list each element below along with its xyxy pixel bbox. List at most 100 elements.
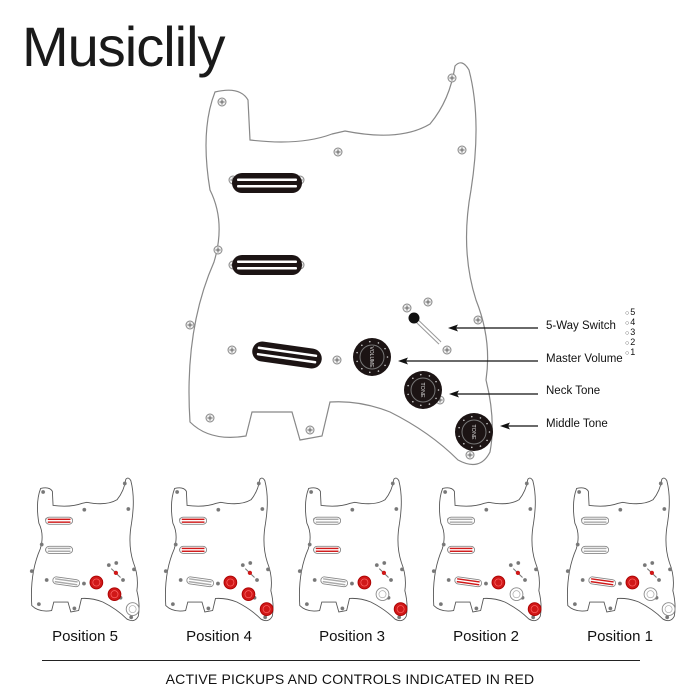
screw-head [441, 542, 446, 547]
pickup-blade [55, 578, 78, 583]
five-way-switch-icon [110, 568, 121, 578]
middle-tone-knob-icon [125, 602, 140, 616]
callout-arrows [398, 324, 538, 430]
screw-icon [580, 578, 585, 582]
screw-head [577, 490, 582, 494]
screw-icon [523, 578, 527, 582]
screw-icon [240, 563, 245, 568]
screw-head [309, 490, 314, 494]
screw-head [350, 581, 354, 586]
pickup-blade [315, 518, 339, 521]
pickup-blade [237, 260, 297, 263]
knob-tick [428, 403, 431, 405]
knob-tick [361, 367, 363, 370]
switch-tip [408, 312, 420, 324]
screw-head [575, 542, 580, 547]
screw-head [312, 578, 317, 582]
footer-note: ACTIVE PICKUPS AND CONTROLS INDICATED IN… [165, 671, 535, 687]
screw-icon [227, 345, 237, 355]
middle-tone-knob-icon [259, 602, 274, 616]
screw-icon [516, 561, 521, 565]
screw-icon [41, 490, 46, 494]
pickup-body [45, 545, 74, 554]
screw-head [240, 563, 245, 568]
pickup-body [447, 516, 476, 525]
screw-slot [207, 415, 213, 421]
pickup-blade [237, 178, 297, 181]
pickup-blade [47, 518, 71, 521]
screw-icon [443, 490, 448, 494]
screw-icon [608, 606, 613, 611]
screw-icon [217, 97, 227, 107]
middle-tone-knob-icon: TONE [455, 413, 493, 451]
pickup-blade [47, 547, 71, 550]
arrow-head-icon [500, 422, 510, 430]
screw-icon [474, 606, 479, 611]
knob-tick [479, 445, 482, 447]
screw-head [523, 578, 527, 582]
screw-slot [444, 347, 450, 353]
screw-head [438, 602, 443, 607]
switch-num: 3 [625, 328, 635, 338]
knob-tick [486, 439, 488, 442]
bridge-pickup [252, 341, 322, 369]
screw-head [531, 615, 536, 620]
screw-head [129, 615, 134, 620]
knob-tick [356, 360, 358, 363]
knob-tick [458, 426, 460, 429]
screw-icon [39, 542, 44, 547]
five-way-switch-icon [512, 568, 523, 578]
knob-tick [412, 377, 414, 380]
neck-pickup [313, 516, 342, 525]
knob-cap [664, 605, 673, 614]
knob-body [89, 575, 104, 590]
screw-icon [305, 425, 315, 435]
knob-tick [437, 389, 440, 391]
screw-head [82, 581, 86, 586]
screw-head [82, 507, 87, 512]
screw-head [516, 561, 521, 565]
screw-icon [524, 481, 529, 486]
neck-pickup [581, 516, 610, 525]
volume-knob-icon [89, 575, 104, 590]
pickup-body [313, 545, 342, 554]
screw-head [397, 615, 402, 620]
screw-icon [304, 602, 309, 607]
knob-tick [356, 351, 358, 354]
screw-icon [170, 602, 175, 607]
five-way-switch-icon [378, 568, 389, 578]
screw-icon [565, 569, 570, 574]
knob-tick [361, 344, 363, 347]
middle-tone-knob-icon [393, 602, 408, 616]
pickup-blade [315, 550, 339, 552]
screw-icon [307, 542, 312, 547]
screw-icon [82, 507, 87, 512]
switch-tip [381, 570, 387, 576]
knob-body [491, 575, 506, 590]
knob-tick [368, 340, 371, 343]
screw-icon [333, 147, 343, 157]
middle-tone-knob-icon [527, 602, 542, 616]
middle-pickup [581, 545, 610, 554]
screw-icon [618, 581, 622, 586]
knob-body [107, 587, 122, 602]
screw-icon [185, 320, 195, 330]
volume-knob-icon [491, 575, 506, 590]
middle-pickup [232, 255, 302, 275]
pickup-blade [256, 352, 317, 364]
screw-icon [82, 581, 86, 586]
position-diagram [163, 477, 274, 622]
switch-num: 1 [625, 348, 635, 358]
screw-head [524, 481, 529, 486]
screw-head [474, 606, 479, 611]
screw-head [307, 542, 312, 547]
knob-tick [470, 415, 473, 418]
neck-tone-knob-icon [107, 587, 122, 602]
knob-cap [512, 590, 521, 599]
knob-tick [384, 364, 386, 367]
pickup-body [45, 516, 74, 525]
screw-head [41, 490, 46, 494]
screw-head [173, 542, 178, 547]
screw-icon [29, 569, 34, 574]
